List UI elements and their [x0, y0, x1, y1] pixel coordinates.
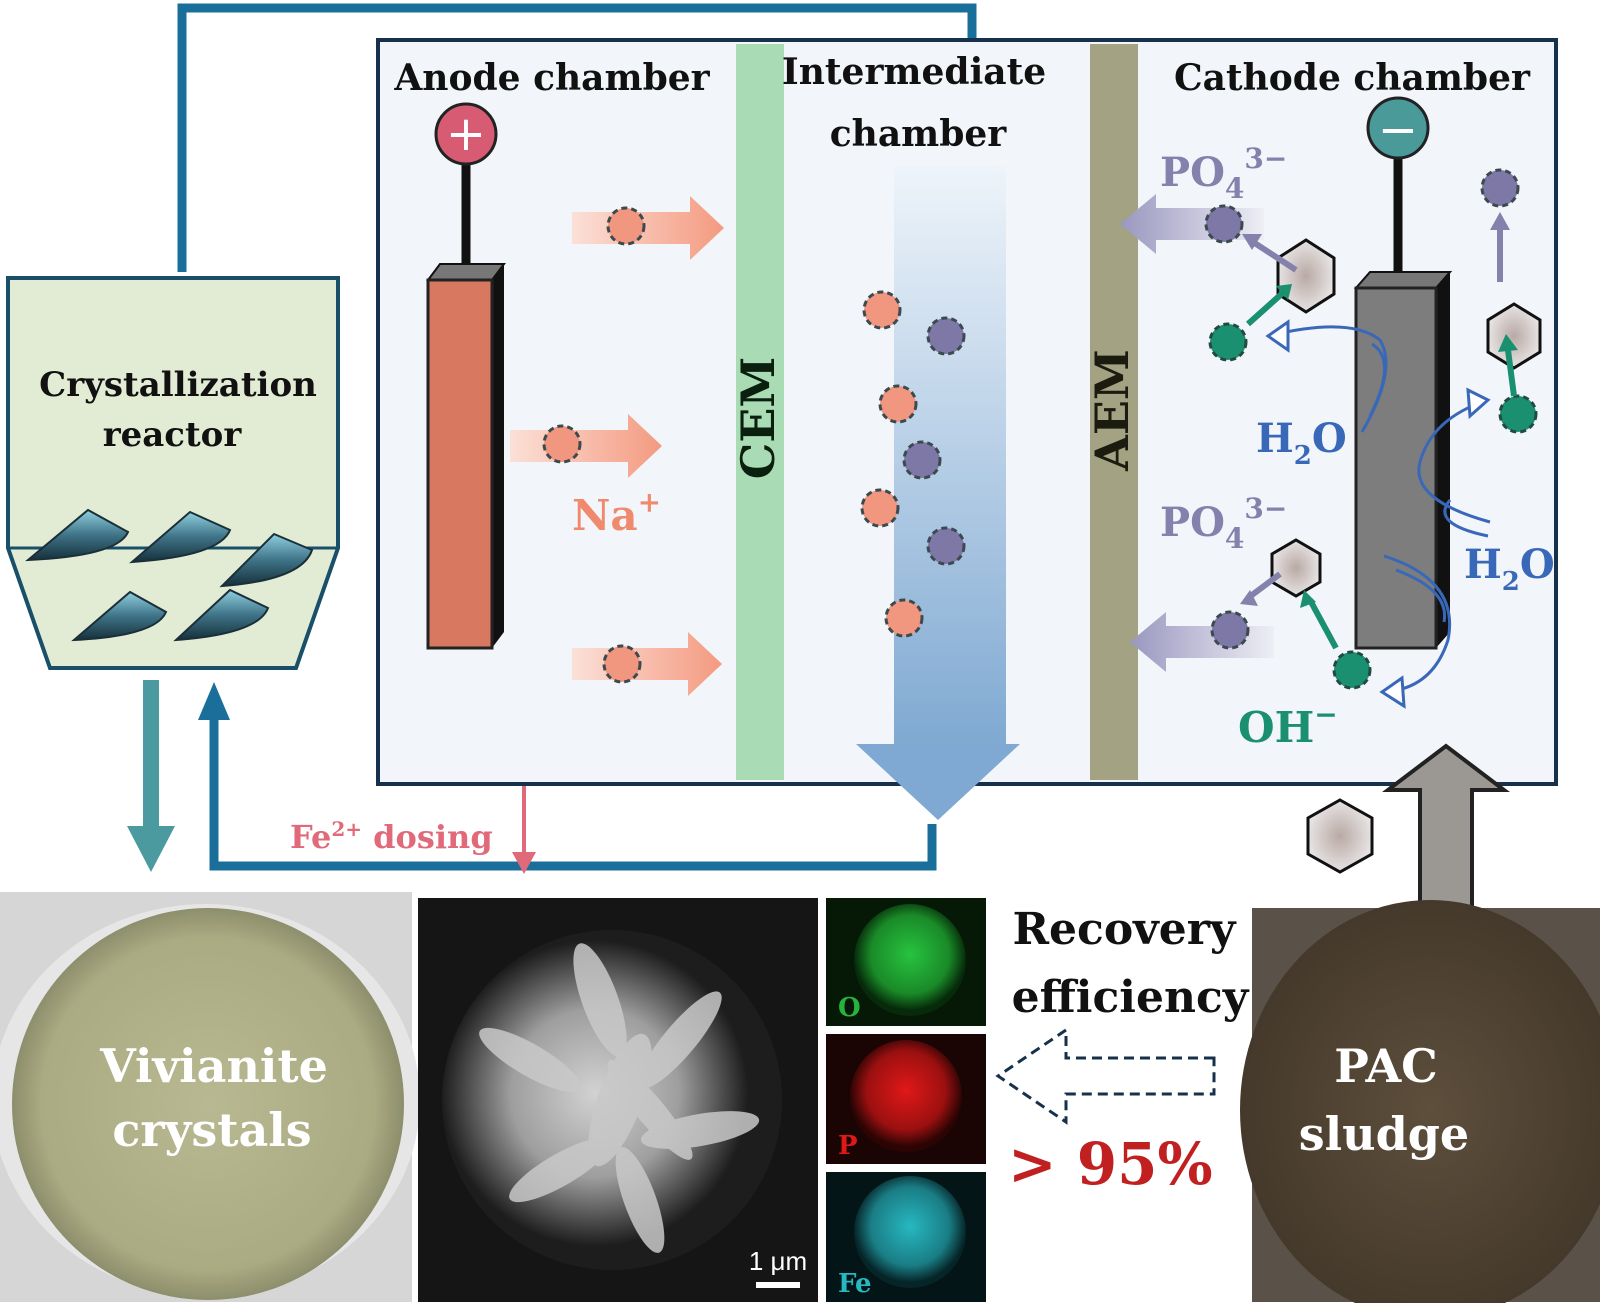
- cem-membrane: [736, 44, 784, 780]
- anode-electrode: [426, 150, 506, 650]
- phosphate-label-bottom: PO43−: [1160, 492, 1287, 555]
- phosphate-symbol-bottom: PO: [1160, 499, 1225, 546]
- sludge-label-2: sludge: [1299, 1107, 1469, 1161]
- sludge-feed-arrow: [1382, 743, 1510, 910]
- eds-map-iron: [826, 1172, 986, 1302]
- cathode-phosphate-ions: [1204, 168, 1520, 650]
- reactor-label-2: reactor: [103, 415, 243, 455]
- phosphate-charge-top: 3−: [1244, 142, 1287, 175]
- fe-charge: 2+: [331, 817, 362, 841]
- cathode-chamber-title: Cathode chamber: [1174, 57, 1531, 99]
- pac-particles-cathode: [1270, 238, 1542, 598]
- eds-map-phosphorus: [826, 1034, 986, 1164]
- vivianite-label-2: crystals: [112, 1103, 311, 1157]
- water-o-2: O: [1520, 541, 1555, 588]
- aem-label: AEM: [1085, 349, 1139, 472]
- intermediate-sodium-ions: [860, 290, 924, 638]
- sem-image: [418, 898, 818, 1302]
- intermediate-phosphate-ions: [902, 316, 966, 566]
- anode-chamber-title: Anode chamber: [393, 57, 710, 99]
- cem-label: CEM: [731, 357, 785, 480]
- vivianite-label-1: Vivianite: [99, 1039, 328, 1093]
- phosphate-charge-bottom: 3−: [1244, 492, 1287, 525]
- intermediate-chamber-title-1: Intermediate: [782, 51, 1046, 93]
- sodium-charge: +: [638, 486, 661, 519]
- dosing-word: dosing: [362, 818, 493, 856]
- hydroxide-symbol: OH: [1238, 703, 1314, 752]
- reactor-outflow-arrow: [127, 680, 175, 872]
- eds-o-label: O: [838, 993, 861, 1023]
- crystallization-reactor: [6, 276, 340, 670]
- pac-particle-icon: [1306, 798, 1374, 874]
- phosphate-label-top: PO43−: [1160, 142, 1287, 205]
- water-h-1: H: [1256, 415, 1294, 462]
- fe-dosing-arrow: [512, 786, 536, 874]
- recovery-label-2: efficiency: [1012, 972, 1250, 1023]
- vivianite-photo: [0, 892, 420, 1302]
- eds-map-oxygen: [826, 898, 986, 1026]
- feed-pipe-bottom: [209, 712, 937, 871]
- water-h-2: H: [1464, 541, 1502, 588]
- minus-sign: −: [1378, 102, 1418, 158]
- water-label-1: H2O: [1256, 415, 1347, 471]
- intermediate-chamber-title-2: chamber: [830, 113, 1008, 155]
- recovery-value: > 95%: [1008, 1130, 1213, 1198]
- water-label-2: H2O: [1464, 541, 1555, 597]
- anode-terminal: +: [434, 102, 498, 166]
- return-pipe-top: [177, 3, 977, 272]
- water-sub-1: 2: [1294, 441, 1312, 471]
- sodium-ions-anode: [542, 206, 646, 684]
- fe-symbol: Fe: [290, 818, 331, 856]
- pac-sludge-photo: [1240, 900, 1600, 1303]
- water-sub-2: 2: [1502, 567, 1520, 597]
- sludge-label-1: PAC: [1334, 1039, 1438, 1093]
- eds-fe-label: Fe: [838, 1269, 872, 1299]
- exchange-arrows: [1240, 212, 1518, 650]
- scale-bar-label: 1 μm: [749, 1246, 807, 1276]
- cathode-electrode: [1353, 150, 1453, 650]
- water-reaction-arrowheads: [1265, 319, 1491, 709]
- water-reaction-curves: [1267, 325, 1491, 694]
- phosphate-sub-top: 4: [1225, 172, 1244, 205]
- recovery-arrow: [995, 1027, 1216, 1125]
- recovery-label-1: Recovery: [1012, 904, 1236, 955]
- fe-dosing-label: Fe2+ dosing: [290, 817, 493, 856]
- plus-sign: +: [446, 106, 486, 162]
- water-o-1: O: [1312, 415, 1347, 462]
- cathode-terminal: −: [1366, 96, 1430, 160]
- reactor-label-1: Crystallization: [39, 365, 317, 405]
- aem-membrane: [1090, 44, 1138, 780]
- phosphate-sub-bottom: 4: [1225, 522, 1244, 555]
- sodium-symbol: Na: [572, 491, 638, 540]
- sodium-flux-arrows: [510, 196, 724, 696]
- phosphate-symbol-top: PO: [1160, 149, 1225, 196]
- hydroxide-charge: −: [1314, 698, 1337, 731]
- eds-p-label: P: [838, 1131, 858, 1161]
- hydroxide-label: OH−: [1238, 698, 1338, 752]
- sodium-label: Na+: [572, 486, 661, 540]
- vivianite-crystal-icons: [25, 508, 314, 642]
- pipe-arrowhead: [198, 682, 230, 720]
- hydroxide-ions: [1208, 322, 1538, 690]
